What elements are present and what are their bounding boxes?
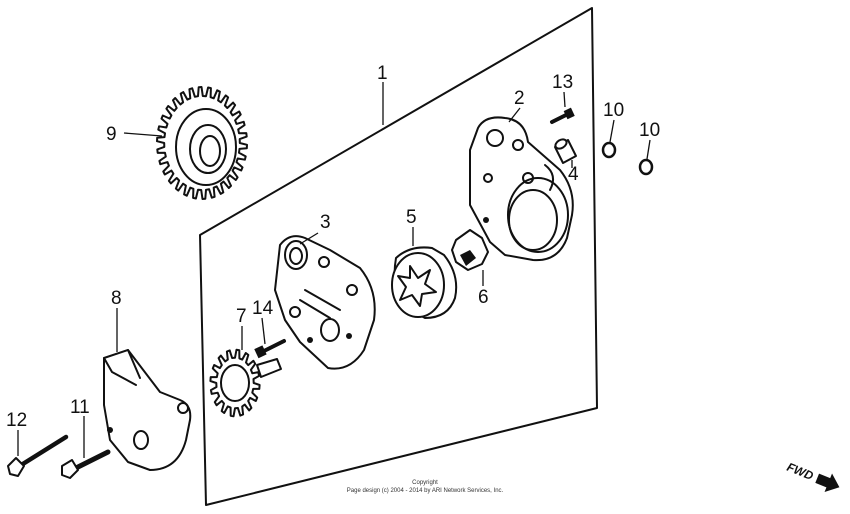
gear-small-part-7 bbox=[209, 348, 282, 418]
pump-body-part-2 bbox=[469, 116, 574, 262]
pump-cover-part-3 bbox=[274, 235, 376, 370]
callout-13: 13 bbox=[552, 72, 573, 93]
callout-14: 14 bbox=[252, 298, 274, 319]
leader-2 bbox=[508, 107, 521, 123]
o-ring-part-10a bbox=[601, 141, 617, 159]
forward-direction-indicator: FWD bbox=[785, 460, 840, 493]
callout-9: 9 bbox=[106, 124, 117, 145]
callout-3: 3 bbox=[320, 212, 331, 233]
bolt-part-11 bbox=[61, 449, 111, 479]
callout-2: 2 bbox=[514, 88, 525, 109]
gear-large-part-9 bbox=[156, 86, 248, 200]
leader-9 bbox=[123, 132, 163, 137]
callout-5: 5 bbox=[406, 207, 417, 228]
callout-11: 11 bbox=[70, 397, 90, 418]
bolt-part-12 bbox=[7, 434, 69, 477]
leader-14 bbox=[261, 317, 266, 345]
bolt-part-14 bbox=[254, 339, 286, 359]
leader-10a bbox=[609, 119, 615, 143]
callout-10a: 10 bbox=[603, 100, 624, 121]
gear-cover-part-8 bbox=[103, 349, 192, 471]
callout-10b: 10 bbox=[639, 120, 660, 141]
inner-rotor-part-6 bbox=[451, 229, 489, 271]
callout-12: 12 bbox=[6, 410, 27, 431]
callout-1: 1 bbox=[377, 63, 388, 84]
callout-7: 7 bbox=[236, 306, 247, 327]
bolt-part-13 bbox=[550, 107, 575, 124]
callout-labels: 1 2 3 4 5 6 7 8 9 10 10 11 12 13 14 bbox=[6, 63, 660, 431]
fwd-label: FWD bbox=[785, 460, 816, 483]
leader-10b bbox=[646, 139, 651, 160]
callout-8: 8 bbox=[111, 288, 122, 309]
leader-3 bbox=[299, 232, 319, 245]
copyright-notice: Copyright Page design (c) 2004 - 2014 by… bbox=[347, 480, 504, 494]
outer-rotor-part-5 bbox=[391, 246, 458, 319]
assembly-boundary bbox=[199, 7, 598, 506]
callout-4: 4 bbox=[568, 164, 579, 185]
callout-6: 6 bbox=[478, 287, 489, 308]
o-ring-part-10b bbox=[638, 158, 654, 176]
dowel-pin-part-4 bbox=[554, 138, 577, 164]
leader-13 bbox=[563, 91, 566, 108]
copyright-line-2: Page design (c) 2004 - 2014 by ARI Netwo… bbox=[347, 488, 504, 494]
arrow-right-icon bbox=[815, 473, 840, 493]
copyright-line-1: Copyright bbox=[412, 480, 438, 486]
